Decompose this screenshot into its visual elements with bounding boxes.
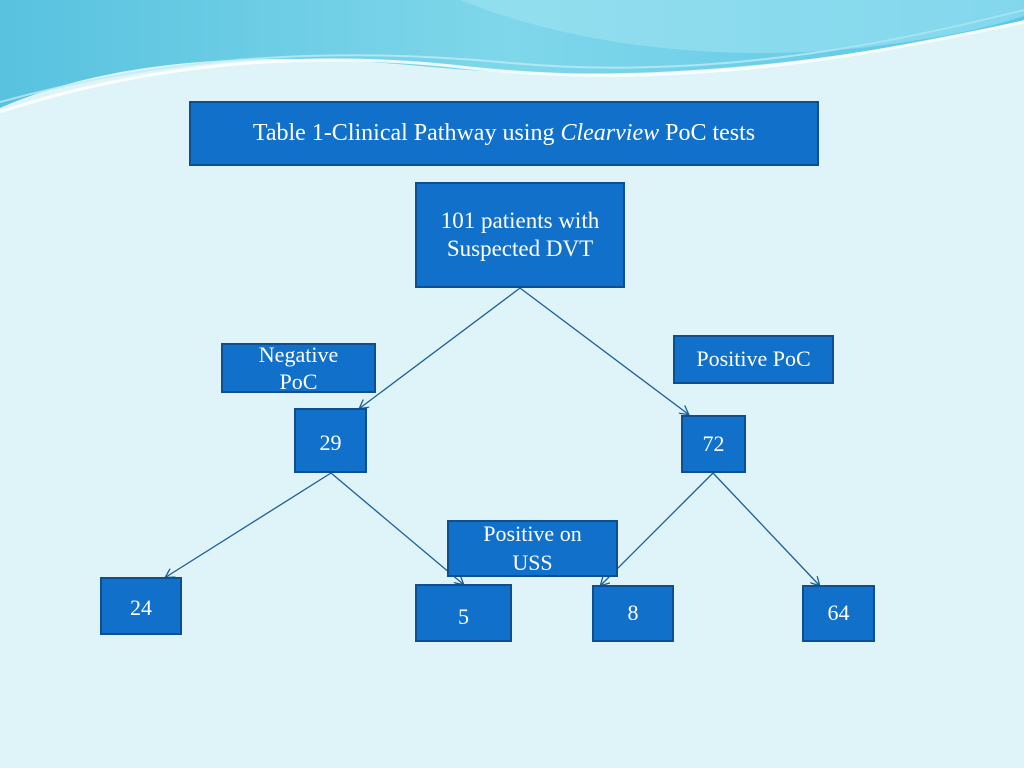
node-negative-uss-positive-value: 5 <box>458 603 469 629</box>
negative-poc-line1: Negative <box>258 341 339 367</box>
node-positive-count: 72 <box>681 415 746 473</box>
title-emphasis: Clearview <box>560 120 660 147</box>
positive-poc-label: Positive PoC <box>673 335 834 384</box>
arrow-72-to-8 <box>601 472 714 585</box>
negative-poc-label: Negative PoC <box>221 341 376 394</box>
arrow-root-to-29 <box>360 287 521 408</box>
root-node: 101 patients with Suspected DVT <box>415 182 625 288</box>
positive-poc-text: Positive PoC <box>696 346 811 372</box>
node-negative-uss-negative: 24 <box>100 577 182 635</box>
node-positive-uss-negative: 8 <box>592 585 674 642</box>
node-positive-count-value: 72 <box>702 430 725 456</box>
title-prefix: Table 1-Clinical Pathway using <box>252 120 561 147</box>
arrow-root-to-72 <box>519 287 688 414</box>
positive-uss-line1: Positive on <box>483 520 582 546</box>
positive-uss-line2: USS <box>512 549 553 575</box>
positive-uss-label: Positive on USS <box>447 520 618 577</box>
title-suffix: PoC tests <box>659 120 756 147</box>
root-node-line2: Suspected DVT <box>446 236 594 261</box>
node-negative-count-value: 29 <box>319 430 342 455</box>
negative-poc-line2: PoC <box>279 369 318 394</box>
background-wave-decoration <box>0 0 1024 114</box>
node-positive-uss-positive: 64 <box>802 585 875 642</box>
node-negative-uss-negative-value: 24 <box>130 595 152 620</box>
arrow-72-to-64 <box>712 472 819 585</box>
arrow-29-to-5 <box>330 472 463 584</box>
node-negative-uss-positive: 5 <box>415 584 512 642</box>
node-negative-count: 29 <box>294 408 367 473</box>
diagram-title: Table 1-Clinical Pathway using Clearview… <box>189 101 819 166</box>
root-node-line1: 101 patients with <box>440 208 600 234</box>
arrow-29-to-24 <box>166 472 332 577</box>
node-positive-uss-positive-value: 64 <box>827 600 850 626</box>
node-positive-uss-negative-value: 8 <box>627 600 639 626</box>
